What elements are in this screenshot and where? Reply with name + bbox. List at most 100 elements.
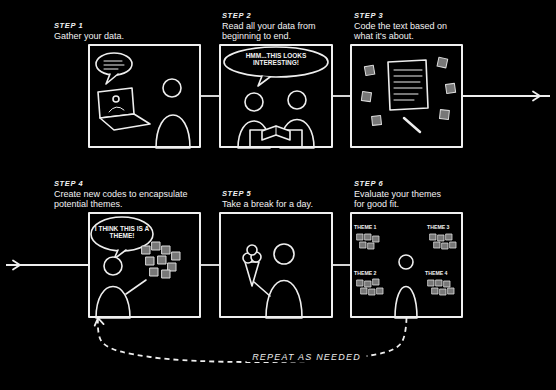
sticky-note [361, 288, 367, 294]
step-description: Code the text based on what it's about. [354, 21, 454, 41]
sticky-note [360, 242, 366, 248]
sticky-note [357, 280, 363, 286]
sticky-note [152, 242, 160, 250]
sticky-note [445, 83, 455, 93]
sticky-note [448, 288, 454, 294]
arrow-head [533, 92, 540, 101]
step-heading: STEP 3 [354, 11, 454, 21]
sticky-note [172, 252, 180, 260]
flow-connector [201, 265, 219, 266]
sticky-note [373, 279, 379, 285]
speech-bubble [224, 47, 328, 86]
speech-bubble [91, 217, 153, 259]
speech-text: HMM...THIS LOOKS INTERESTING! [224, 52, 328, 67]
sticky-note [142, 242, 180, 278]
sticky-note [368, 243, 374, 249]
person-figure [254, 282, 270, 296]
ice-cream [243, 245, 261, 286]
process-box: STEP 1Gather your data. [88, 44, 201, 148]
person-figure [104, 257, 122, 275]
sticky-note [436, 280, 442, 286]
person-figure [288, 91, 306, 109]
speech-bubble [104, 61, 124, 69]
person-figure [156, 115, 190, 148]
sticky-note [357, 234, 363, 240]
person-figure [238, 91, 314, 148]
sticky-note [369, 289, 375, 295]
connector-label: REPEAT AS NEEDED [246, 352, 367, 362]
step-description: Gather your data. [54, 31, 214, 41]
sticky-note [434, 242, 440, 248]
speech-bubble [258, 76, 270, 86]
sticky-note [361, 91, 371, 101]
person-figure [395, 287, 417, 319]
laptop [100, 114, 150, 130]
person-figure [245, 93, 263, 111]
person-figure [96, 257, 146, 318]
speech-bubble [224, 47, 328, 77]
step-caption: STEP 2Read all your data from beginning … [222, 11, 342, 41]
arrow-head [95, 318, 104, 326]
pen [404, 118, 420, 132]
sticky-note [438, 235, 444, 241]
sticky-note [432, 288, 438, 294]
sticky-note [365, 234, 371, 240]
sticky-note [162, 246, 170, 254]
laptop [113, 96, 119, 102]
speech-bubble [96, 53, 132, 75]
ice-cream [245, 262, 259, 286]
sticky-note [146, 257, 154, 265]
flow-connector [333, 96, 350, 97]
sticky-note [428, 280, 434, 286]
person-figure [96, 287, 130, 319]
person-figure [126, 280, 146, 294]
step-description: Create new codes to encapsulate potentia… [54, 189, 210, 209]
step-heading: STEP 6 [354, 179, 454, 189]
step-caption: STEP 3Code the text based on what it's a… [354, 11, 454, 41]
step-caption: STEP 4Create new codes to encapsulate po… [54, 179, 210, 209]
theme-label: THEME 3 [427, 225, 461, 231]
person-figure [266, 281, 302, 319]
person-figure [274, 244, 294, 264]
sticky-note [430, 234, 436, 240]
person-figure [163, 79, 181, 97]
pen [404, 118, 420, 132]
laptop [98, 88, 134, 118]
step-heading: STEP 2 [222, 11, 342, 21]
speech-bubble [106, 74, 118, 84]
sticky-note [142, 246, 150, 254]
table-with-book [250, 126, 302, 147]
person-figure [399, 255, 413, 269]
step-description: Read all your data from beginning to end… [222, 21, 342, 41]
sticky-note [377, 288, 383, 294]
paper-sheet [388, 60, 428, 110]
sticky-note [446, 234, 452, 240]
flow-connector [201, 96, 219, 97]
step-heading: STEP 5 [222, 189, 352, 199]
table-with-book [262, 126, 290, 140]
step-heading: STEP 4 [54, 179, 210, 189]
sticky-note [440, 289, 446, 295]
sticky-note [372, 115, 382, 125]
speech-bubble [96, 53, 132, 84]
arrow-head [13, 261, 20, 270]
theme-label: THEME 1 [354, 225, 388, 231]
flow-connector [333, 265, 350, 266]
sticky-note [450, 242, 456, 248]
speech-text: I THINK THIS IS A THEME! [94, 225, 150, 240]
step-caption: STEP 1Gather your data. [54, 21, 214, 41]
theme-label: THEME 2 [354, 271, 388, 277]
sticky-note [361, 57, 455, 125]
sticky-note [439, 110, 449, 120]
process-box: STEP 3Code the text based on what it's a… [350, 44, 463, 148]
sticky-note [162, 270, 170, 278]
person-figure [395, 255, 417, 318]
sticky-note [444, 281, 450, 287]
step-description: Evaluate your themes for good fit. [354, 189, 454, 209]
step-heading: STEP 1 [54, 21, 214, 31]
sticky-note [437, 57, 448, 68]
paper-sheet [394, 70, 422, 100]
connector-line [333, 95, 350, 97]
sticky-note [357, 234, 456, 295]
